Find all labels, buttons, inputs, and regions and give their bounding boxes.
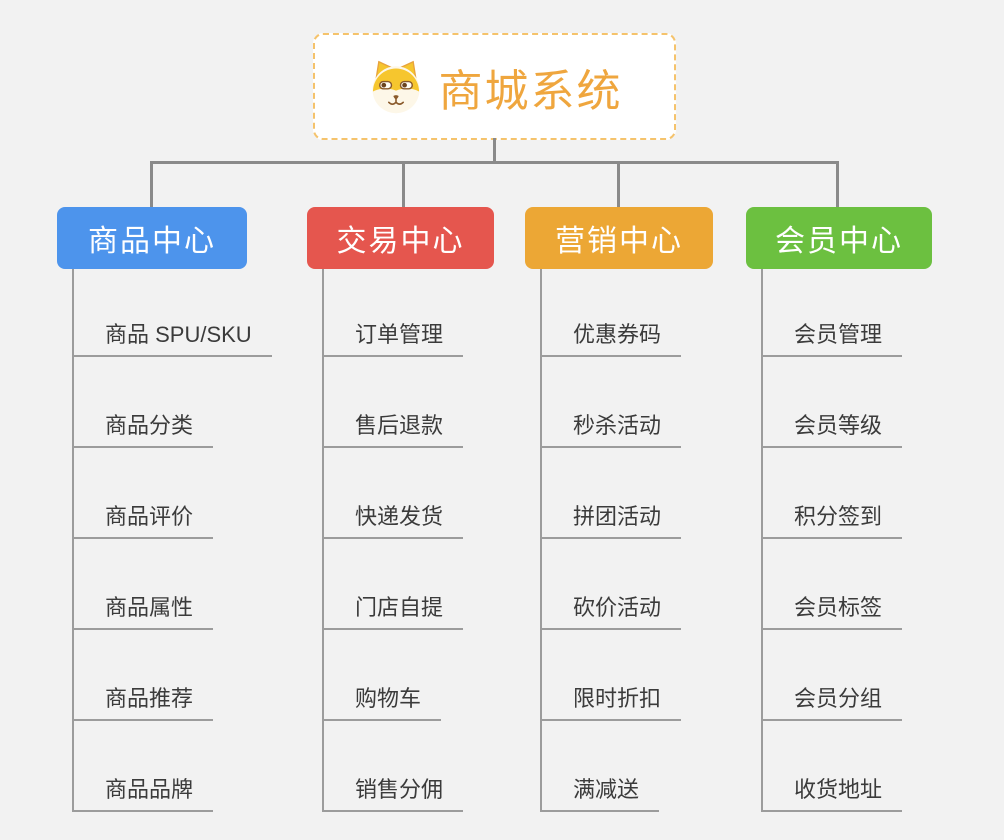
connector-drop-marketing: [617, 161, 620, 208]
mindmap-node[interactable]: 购物车: [322, 630, 442, 721]
mindmap-node[interactable]: 商品品牌: [72, 721, 214, 812]
mindmap-node[interactable]: 订单管理: [322, 269, 464, 357]
branch-header[interactable]: 商品中心: [57, 207, 247, 269]
mindmap-node-label: 购物车: [355, 686, 422, 711]
branch-children: 订单管理售后退款快递发货门店自提购物车销售分佣: [322, 269, 464, 812]
mindmap-node-label: 收货地址: [794, 777, 883, 802]
mindmap-node[interactable]: 会员等级: [761, 357, 903, 448]
branch-member-center: 会员中心 会员管理会员等级积分签到会员标签会员分组收货地址: [746, 207, 932, 812]
branch-header[interactable]: 营销中心: [525, 207, 713, 269]
mindmap-node-label: 商品推荐: [105, 686, 194, 711]
mindmap-node[interactable]: 拼团活动: [540, 448, 682, 539]
mindmap-node[interactable]: 砍价活动: [540, 539, 682, 630]
branch-header[interactable]: 交易中心: [307, 207, 494, 269]
connector-drop-member: [836, 161, 839, 208]
mindmap-node-label: 拼团活动: [573, 504, 662, 529]
branch-product-center: 商品中心 商品 SPU/SKU 商品分类商品评价商品属性商品推荐商品品牌: [57, 207, 272, 812]
branch-children: 优惠券码秒杀活动拼团活动砍价活动限时折扣满减送: [540, 269, 682, 812]
mindmap-node-label: 商品 SPU/SKU: [105, 322, 252, 347]
mindmap-node-label: 售后退款: [355, 413, 444, 438]
mindmap-node-label: 优惠券码: [573, 322, 662, 347]
branch-marketing-center: 营销中心 优惠券码秒杀活动拼团活动砍价活动限时折扣满减送: [525, 207, 713, 812]
mindmap-node-label: 商品分类: [105, 413, 194, 438]
branch-label: 交易中心: [336, 225, 465, 258]
mindmap-node[interactable]: 销售分佣: [322, 721, 464, 812]
mindmap-node-label: 会员分组: [794, 686, 883, 711]
branch-children: 会员管理会员等级积分签到会员标签会员分组收货地址: [761, 269, 903, 812]
mindmap-node[interactable]: 会员管理: [761, 269, 903, 357]
connector-drop-product: [150, 161, 153, 208]
mindmap-node-label: 商品属性: [105, 595, 194, 620]
mindmap-node-label: 商品评价: [105, 504, 194, 529]
mindmap-node[interactable]: 商品评价: [72, 448, 214, 539]
mindmap-node-label: 限时折扣: [573, 686, 662, 711]
mindmap-node[interactable]: 满减送: [540, 721, 660, 812]
mindmap-node[interactable]: 商品推荐: [72, 630, 214, 721]
branch-children: 商品 SPU/SKU 商品分类商品评价商品属性商品推荐商品品牌: [72, 269, 272, 812]
mindmap-node-label: 秒杀活动: [573, 413, 662, 438]
mindmap-node[interactable]: 秒杀活动: [540, 357, 682, 448]
mindmap-node-label: 会员管理: [794, 322, 883, 347]
mindmap-node[interactable]: 会员标签: [761, 539, 903, 630]
branch-trade-center: 交易中心 订单管理售后退款快递发货门店自提购物车销售分佣: [307, 207, 494, 812]
mindmap-node[interactable]: 商品属性: [72, 539, 214, 630]
connector-root-drop: [493, 138, 496, 163]
branch-label: 商品中心: [88, 225, 216, 258]
mindmap-node-label: 满减送: [573, 777, 640, 802]
mindmap-node-label: 快递发货: [355, 504, 444, 529]
connector-drop-trade: [402, 161, 405, 208]
mindmap-node-label: 商品品牌: [105, 777, 194, 802]
connector-bus: [150, 161, 839, 164]
mindmap-node[interactable]: 限时折扣: [540, 630, 682, 721]
mindmap-node[interactable]: 商品 SPU/SKU: [72, 269, 272, 357]
mindmap-node-label: 门店自提: [355, 595, 444, 620]
mindmap-node[interactable]: 快递发货: [322, 448, 464, 539]
branch-label: 营销中心: [555, 225, 683, 258]
mindmap-node[interactable]: 优惠券码: [540, 269, 682, 357]
mindmap-node[interactable]: 商品分类: [72, 357, 214, 448]
root-title: 商城系统: [438, 66, 623, 116]
mindmap-node[interactable]: 售后退款: [322, 357, 464, 448]
mindmap-node-label: 订单管理: [355, 322, 444, 347]
mindmap-node[interactable]: 收货地址: [761, 721, 903, 812]
mindmap-node-label: 销售分佣: [355, 777, 444, 802]
shiba-dog-icon: [372, 60, 419, 113]
mindmap-node[interactable]: 积分签到: [761, 448, 903, 539]
branch-label: 会员中心: [775, 225, 903, 258]
mindmap-node[interactable]: 门店自提: [322, 539, 464, 630]
branch-header[interactable]: 会员中心: [746, 207, 932, 269]
mindmap-node-label: 会员等级: [794, 413, 883, 438]
mindmap-node[interactable]: 会员分组: [761, 630, 903, 721]
mindmap-node-label: 会员标签: [794, 595, 883, 620]
mindmap-node-label: 积分签到: [794, 504, 883, 529]
root-node[interactable]: 商城系统: [313, 33, 676, 140]
mindmap-node-label: 砍价活动: [573, 595, 662, 620]
